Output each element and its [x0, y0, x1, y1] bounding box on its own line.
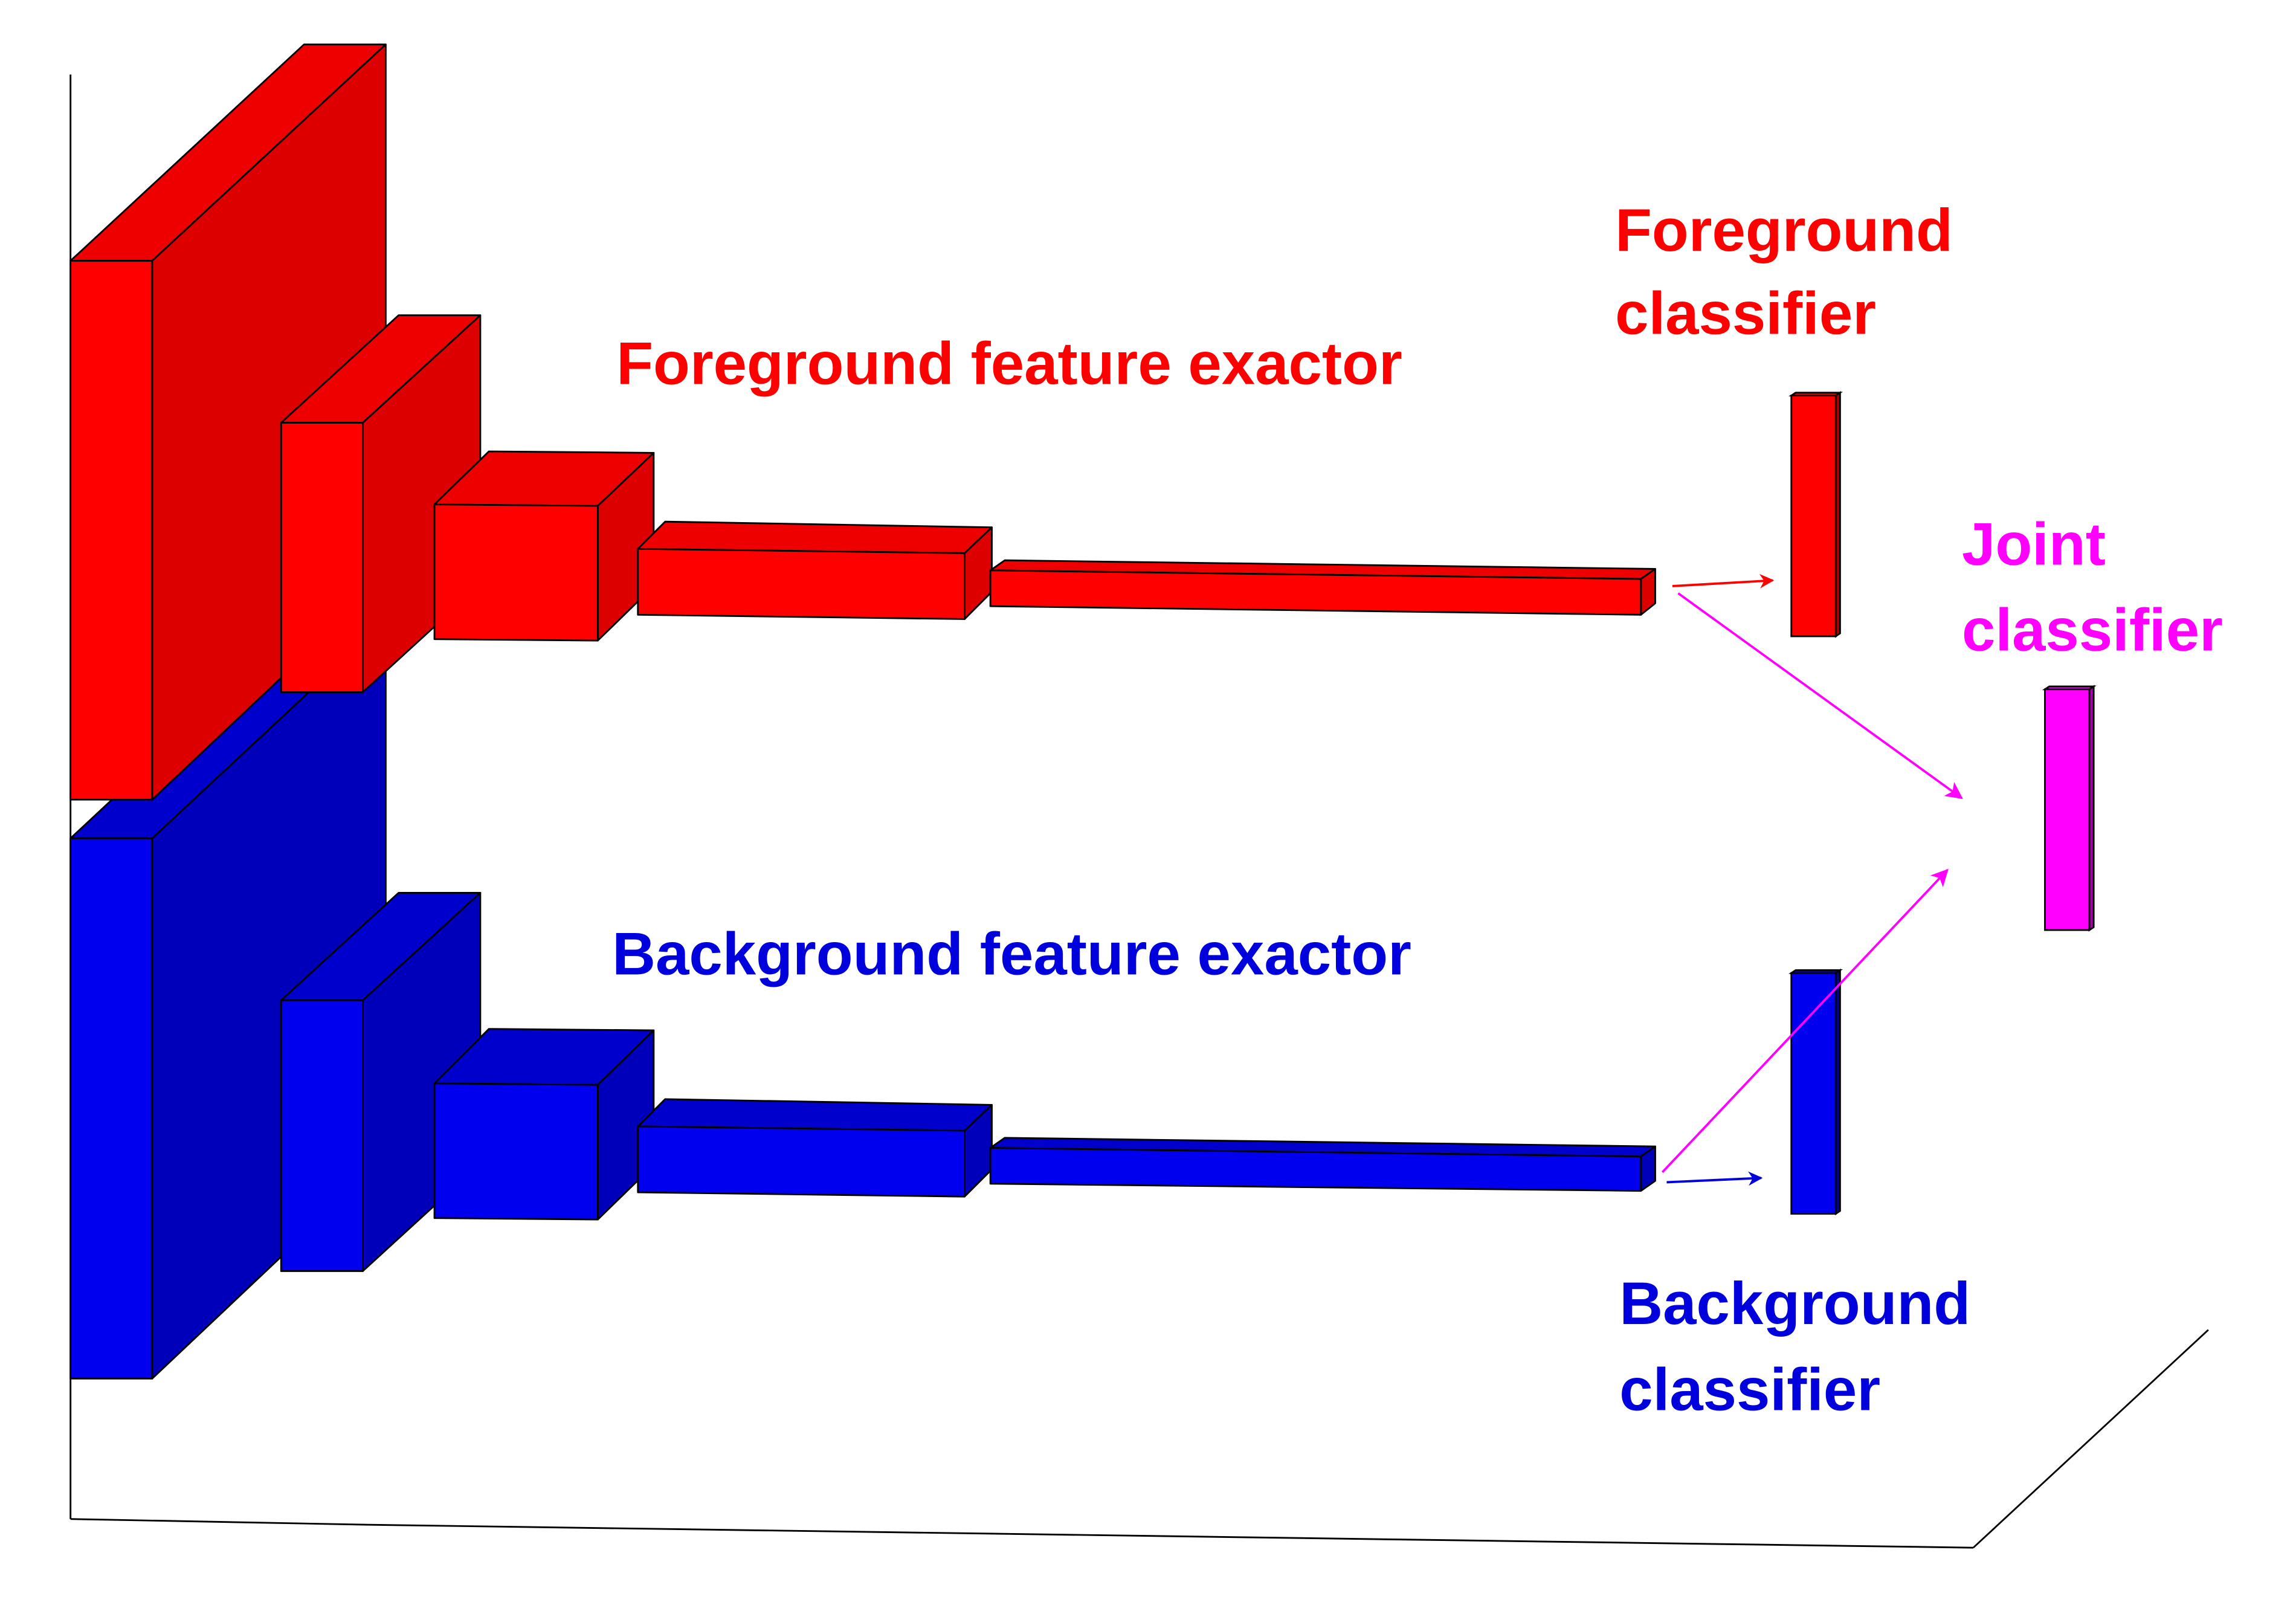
background-to-joint-arrow [1661, 868, 1949, 1174]
background-classifier-bar [1788, 968, 1843, 1216]
foreground-classifier-label-line2: classifier [1615, 280, 1876, 347]
background-layer-5 [989, 1137, 1656, 1192]
foreground-layer-3 [433, 450, 655, 642]
background-classifier-label-line1: Background [1619, 1270, 1970, 1337]
foreground-extractor-layers [69, 44, 1656, 801]
joint-classifier-bar [2042, 685, 2097, 932]
background-layer-4 [637, 1098, 993, 1198]
foreground-layer-5 [989, 559, 1656, 616]
joint-classifier-label-line2: classifier [1962, 597, 2223, 664]
background-layer-3 [433, 1028, 655, 1221]
connection-arrows [1661, 573, 1963, 1186]
background-extractor-label: Background feature exactor [612, 921, 1411, 988]
background-classifier-label-line2: classifier [1619, 1356, 1880, 1423]
background-classifier-label: Background classifier [1619, 1270, 1987, 1423]
background-extractor-layers [69, 619, 1656, 1380]
joint-classifier-label-line1: Joint [1962, 511, 2106, 578]
foreground-to-classifier-arrow [1672, 573, 1775, 589]
foreground-extractor-label: Foreground feature exactor [616, 331, 1402, 398]
joint-classifier-label: Joint classifier [1962, 511, 2223, 664]
foreground-classifier-label: Foreground classifier [1615, 197, 1969, 347]
foreground-to-joint-arrow [1677, 592, 1963, 799]
foreground-classifier-bar [1788, 391, 1843, 638]
foreground-classifier-label-line1: Foreground [1615, 197, 1953, 264]
foreground-layer-4 [637, 520, 993, 620]
background-to-classifier-arrow [1666, 1171, 1763, 1186]
